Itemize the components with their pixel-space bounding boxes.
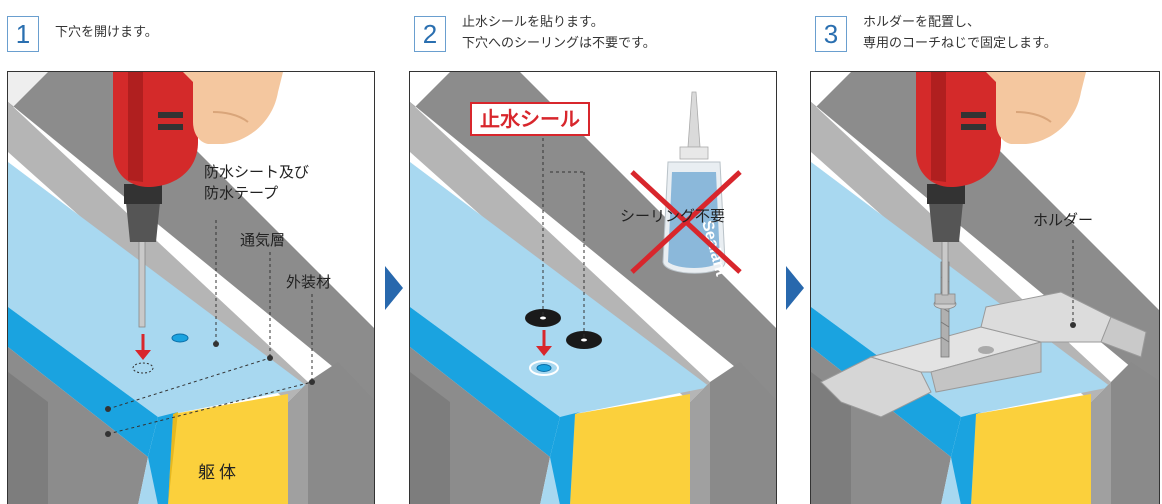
step-2-wall-drawing: Sealant [410, 72, 776, 504]
step-2-header: 2 止水シールを貼ります。 下穴へのシーリングは不要です。 [414, 10, 774, 66]
step-2-number: 2 [414, 16, 446, 52]
step-arrow-2 [786, 266, 804, 310]
waterproof-sheet-label-2: 防水テープ [204, 184, 279, 202]
step-1-header: 1 下穴を開けます。 [7, 10, 367, 66]
exterior-material-label: 外装材 [286, 273, 332, 291]
step-1-wall-drawing [8, 72, 374, 504]
no-sealing-label: シーリング不要 [620, 207, 726, 225]
step-2-line-2: 下穴へのシーリングは不要です。 [462, 36, 656, 51]
step-3-wall-drawing [811, 72, 1159, 504]
ventilation-layer-label: 通気層 [240, 231, 286, 249]
step-1-illustration: 防水シート及び 防水テープ 通気層 外装材 躯体 [7, 71, 375, 504]
step-3-number: 3 [815, 16, 847, 52]
step-3-header: 3 ホルダーを配置し、 専用のコーチねじで固定します。 [815, 10, 1160, 66]
step-3-description: ホルダーを配置し、 専用のコーチねじで固定します。 [863, 12, 1057, 54]
step-3-line-2: 専用のコーチねじで固定します。 [863, 36, 1057, 51]
water-stop-seal-label: 止水シール [470, 102, 590, 136]
step-1-description: 下穴を開けます。 [55, 22, 158, 43]
step-1-number: 1 [7, 16, 39, 52]
body-structure-label: 躯体 [198, 463, 240, 483]
step-arrow-1 [385, 266, 403, 310]
step-2-line-1: 止水シールを貼ります。 [462, 15, 604, 30]
waterproof-sheet-label-1: 防水シート及び [204, 163, 310, 181]
step-3-line-1: ホルダーを配置し、 [863, 15, 981, 30]
step-2-description: 止水シールを貼ります。 下穴へのシーリングは不要です。 [462, 12, 656, 54]
step-1-line-1: 下穴を開けます。 [55, 25, 158, 40]
holder-label: ホルダー [1033, 211, 1094, 229]
step-2-illustration: Sealant 止水シール シーリング不要 [409, 71, 777, 504]
step-3-illustration: ホルダー [810, 71, 1160, 504]
